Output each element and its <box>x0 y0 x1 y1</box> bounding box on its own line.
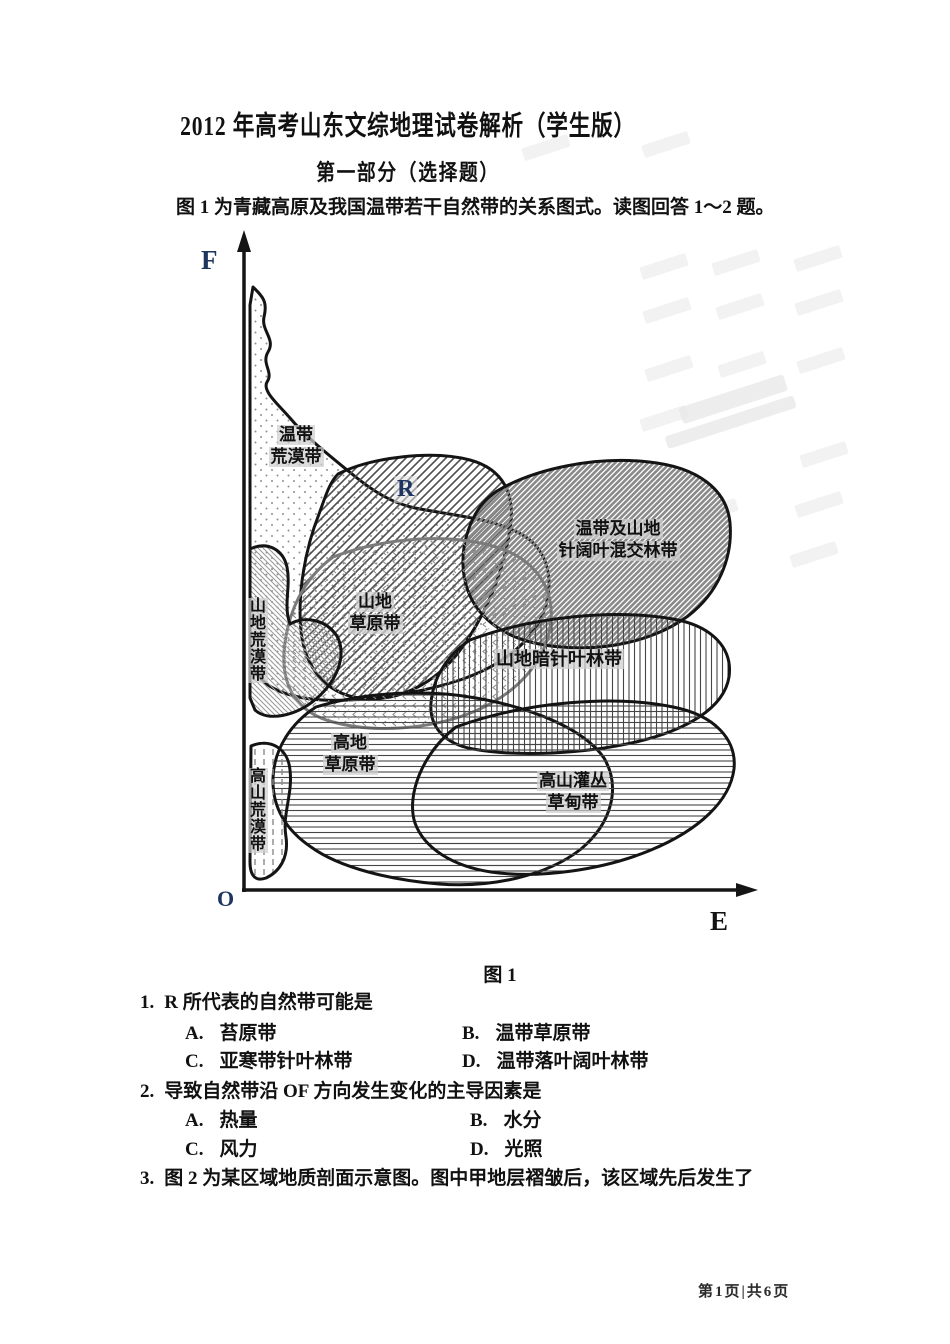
page-title: 2012 年高考山东文综地理试卷解析（学生版） <box>180 111 636 141</box>
question-number: 1. <box>140 992 155 1013</box>
zone-label-r: R <box>394 476 418 503</box>
y-axis-arrow-icon <box>237 230 251 252</box>
question-1-option-a: A.苔原带 <box>185 1023 277 1044</box>
question-1-stem: 1.R 所代表的自然带可能是 <box>140 992 373 1013</box>
question-1-option-d: D.温带落叶阔叶林带 <box>462 1051 649 1072</box>
question-number: 2. <box>140 1081 155 1102</box>
x-axis-arrow-icon <box>736 883 758 897</box>
x-axis-label: E <box>710 906 729 936</box>
origin-label: O <box>217 886 235 911</box>
zone-label-gaodi-caoyuan: 高地 草原带 <box>322 733 378 775</box>
question-number: 3. <box>140 1168 155 1189</box>
zone-label-shandi-huangmo: 山地荒漠带 <box>248 598 268 683</box>
section-heading: 第一部分（选择题） <box>316 160 500 185</box>
zone-label-shandi-anzhenye: 山地暗针叶林带 <box>494 649 624 669</box>
question-2-stem: 2.导致自然带沿 OF 方向发生变化的主导因素是 <box>140 1081 542 1102</box>
zone-label-wendai-huangmo: 温带 荒漠带 <box>268 425 324 467</box>
question-1-option-b: B.温带草原带 <box>462 1023 591 1044</box>
page-footer: 第1页|共6页 <box>698 1284 791 1300</box>
zone-label-shandi-caoyuan: 山地 草原带 <box>347 592 403 634</box>
question-2-option-a: A.热量 <box>185 1110 258 1131</box>
question-2-option-b: B.水分 <box>470 1110 542 1131</box>
figure-caption: 图 1 <box>483 965 517 986</box>
question-2-option-c: C.风力 <box>185 1139 258 1160</box>
question-3-stem: 3.图 2 为某区域地质剖面示意图。图中甲地层褶皱后，该区域先后发生了 <box>140 1168 754 1189</box>
question-1-option-c: C.亚寒带针叶林带 <box>185 1051 353 1072</box>
intro-text: 图 1 为青藏高原及我国温带若干自然带的关系图式。读图回答 1～2 题。 <box>176 197 775 218</box>
zone-label-gaoshan-huangmo: 高山荒漠带 <box>248 768 268 853</box>
zone-label-gaoshan-guancong: 高山灌丛 草甸带 <box>537 771 609 813</box>
question-2-option-d: D.光照 <box>470 1139 543 1160</box>
y-axis-label: F <box>201 245 218 275</box>
zone-shandi-huangmo <box>248 544 343 718</box>
zone-label-hunjiaolin: 温带及山地 针阔叶混交林带 <box>556 519 680 561</box>
